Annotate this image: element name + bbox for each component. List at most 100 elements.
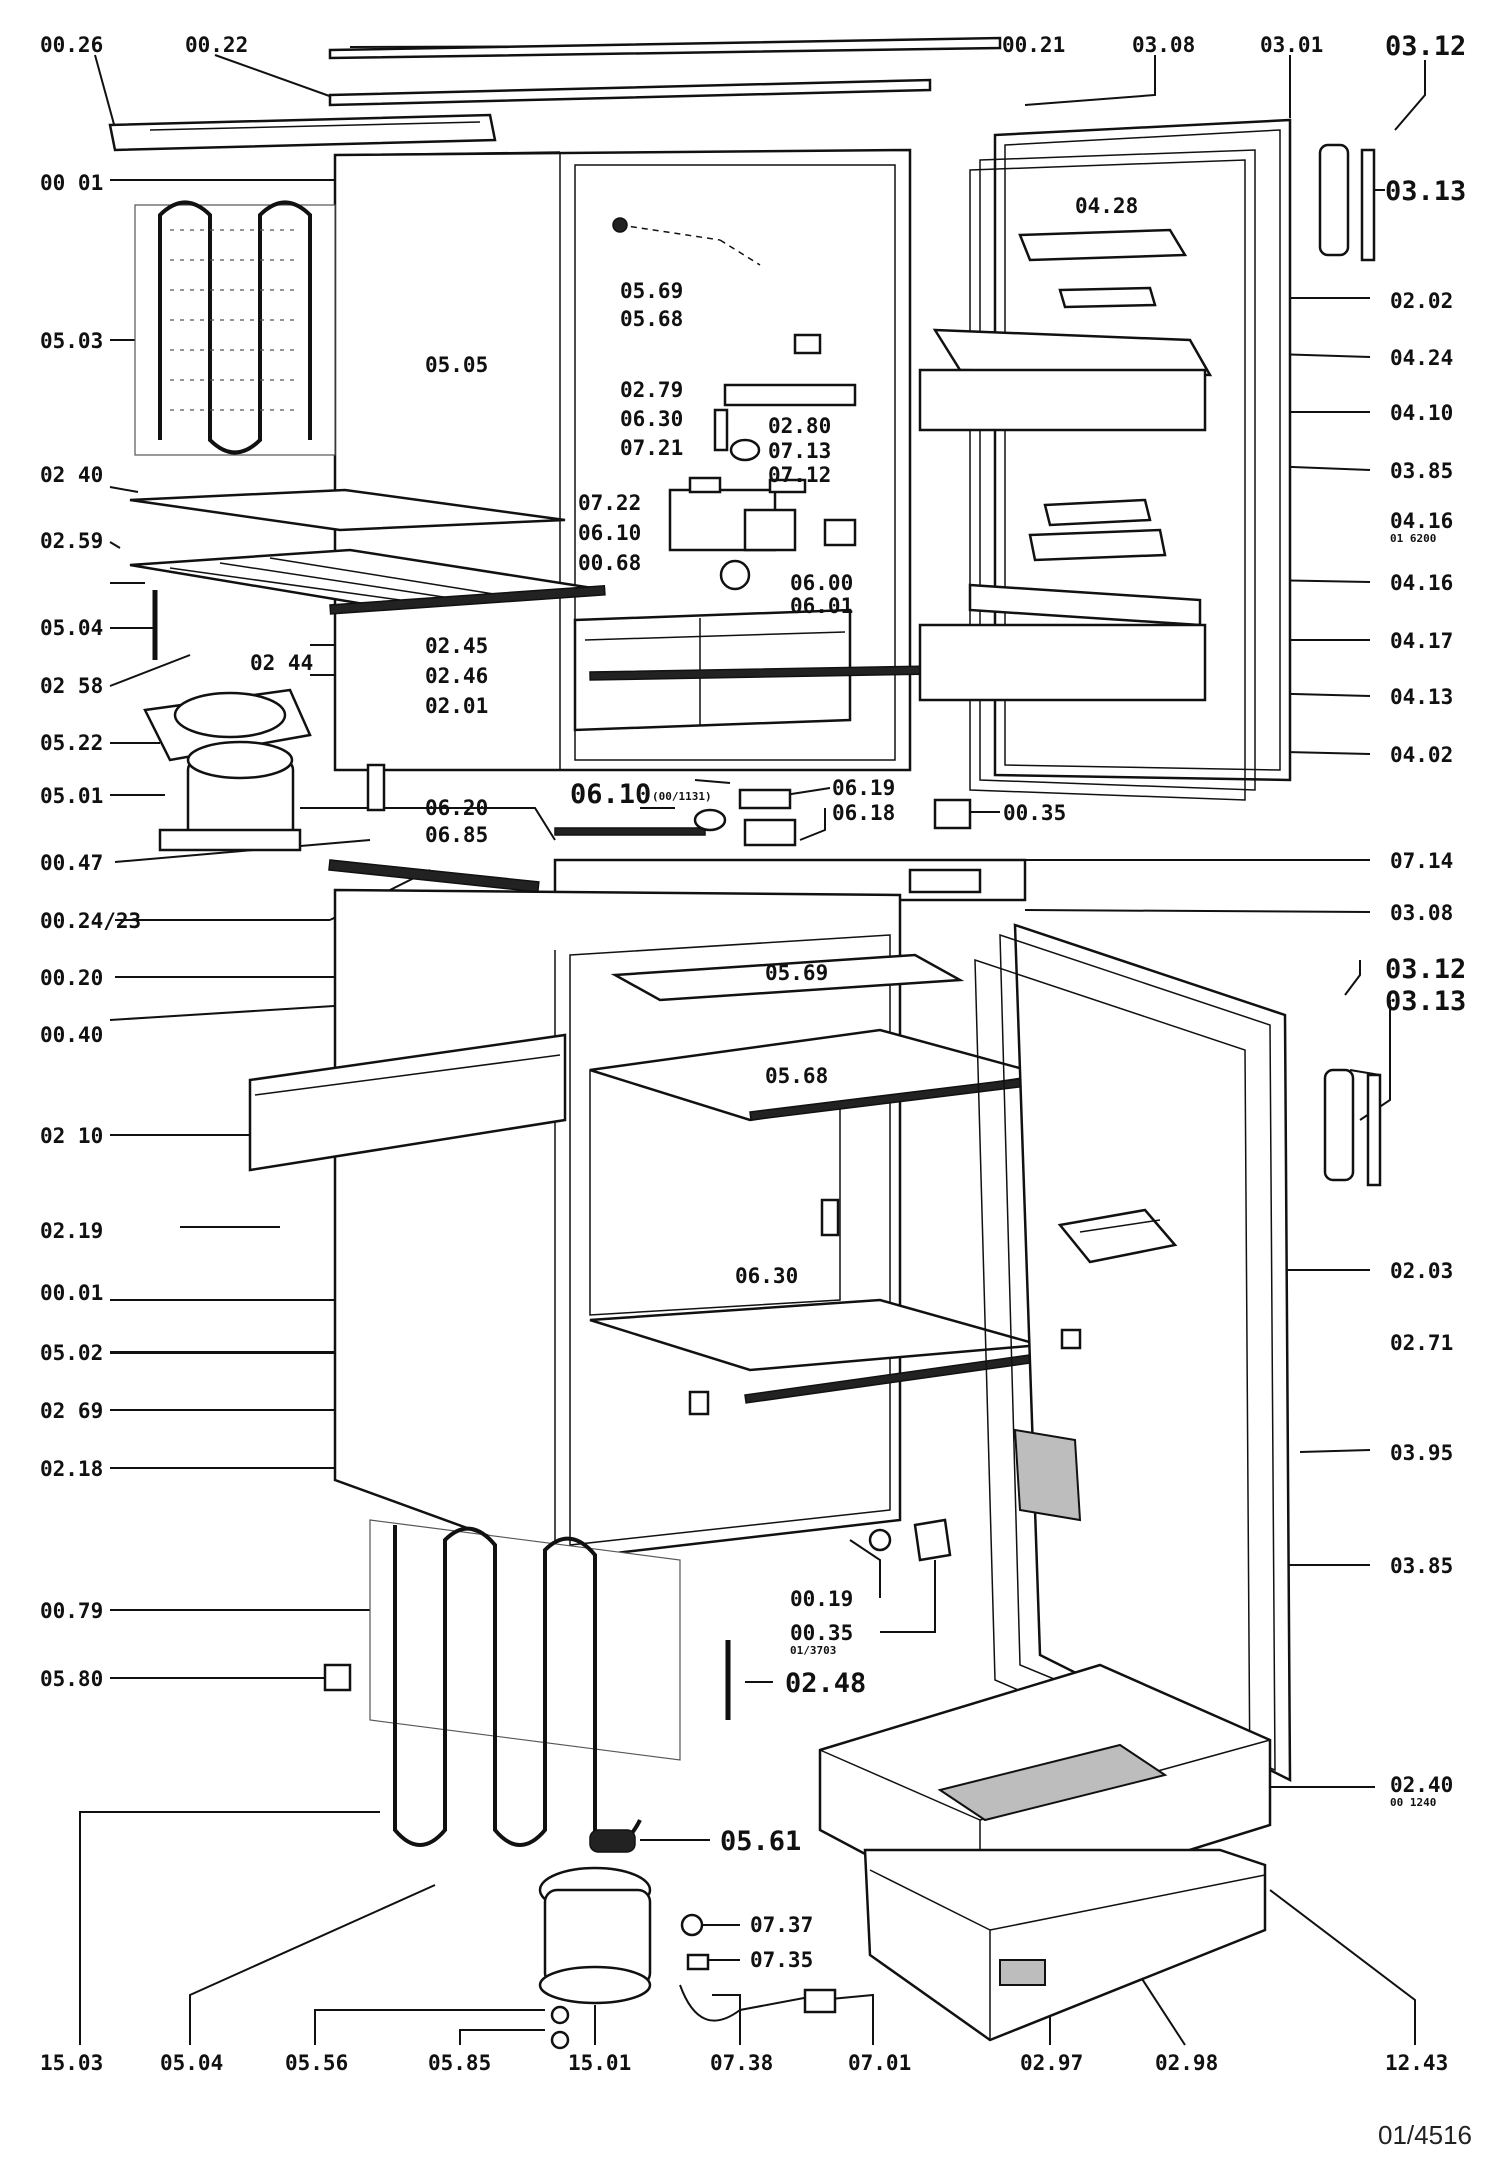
callout-00-35-mid-sub: 01/3703	[790, 1644, 836, 1657]
callout-03-85-mid: 03.85	[1390, 1554, 1453, 1578]
handle-mid	[1323, 1068, 1355, 1182]
callout-02-40-bot: 02.40	[1390, 1773, 1453, 1797]
callout-05-69-top: 05.69	[620, 279, 683, 303]
clip-02-71	[1060, 1328, 1082, 1350]
shelf-rail-02-44	[329, 585, 606, 615]
callout-05-69-mid: 05.69	[765, 961, 828, 985]
lower-door	[974, 923, 1292, 1792]
callout-00-35-top: 00.35	[1003, 801, 1066, 825]
door-grid-pattern	[1013, 1428, 1082, 1522]
callout-12-43: 12.43	[1385, 2051, 1448, 2075]
clip-06-30	[820, 1198, 840, 1237]
callout-02-01: 02.01	[425, 694, 488, 718]
callout-00-26: 00.26	[40, 33, 103, 57]
callout-02-48: 02.48	[785, 1668, 866, 1699]
callout-02-10: 02 10	[40, 1124, 103, 1148]
callout-03-13-top: 03.13	[1385, 176, 1466, 207]
callout-03-08-top: 03.08	[1132, 33, 1195, 57]
callout-00-47: 00.47	[40, 851, 103, 875]
callout-04-17: 04.17	[1390, 629, 1453, 653]
callout-00-35-mid: 00.35	[790, 1621, 853, 1645]
callout-15-01: 15.01	[568, 2051, 631, 2075]
callout-00-24-23: 00.24/23	[40, 909, 141, 933]
callout-06-10-mid: 06.10	[570, 779, 651, 810]
callout-00-21: 00.21	[1002, 33, 1065, 57]
callout-06-10-top: 06.10	[578, 521, 641, 545]
callout-02-59: 02.59	[40, 529, 103, 553]
top-cover-strip	[328, 36, 1002, 60]
glass-shelf-top	[610, 953, 965, 1002]
handle-strip-top	[1360, 148, 1376, 262]
callout-00-22: 00.22	[185, 33, 248, 57]
callout-05-04-top: 05.04	[40, 616, 103, 640]
callout-07-13: 07.13	[768, 439, 831, 463]
callout-05-68-mid: 05.68	[765, 1064, 828, 1088]
callout-07-21: 07.21	[620, 436, 683, 460]
handle-top	[1318, 143, 1350, 257]
callout-00-01-top: 00 01	[40, 171, 103, 195]
callout-00-20: 00.20	[40, 966, 103, 990]
electrics-lower	[679, 1913, 837, 2022]
top-rail	[108, 113, 497, 152]
callout-06-30-top: 06.30	[620, 407, 683, 431]
callout-05-05: 05.05	[425, 353, 488, 377]
flap-02-10	[248, 1033, 567, 1172]
callout-00-01-mid: 00.01	[40, 1281, 103, 1305]
callout-04-16-a: 04.16	[1390, 509, 1453, 533]
callout-02-71: 02.71	[1390, 1331, 1453, 1355]
callout-04-10: 04.10	[1390, 401, 1453, 425]
bracket-00-47	[366, 763, 386, 812]
callout-05-68-top: 05.68	[620, 307, 683, 331]
drier-05-61	[589, 1829, 636, 1853]
hinge-00-35	[913, 1518, 952, 1562]
callout-03-12-top: 03.12	[1385, 31, 1466, 62]
callout-04-16-a-sub: 01 6200	[1390, 532, 1436, 545]
callout-07-35: 07.35	[750, 1948, 813, 1972]
callout-00-19: 00.19	[790, 1587, 853, 1611]
callout-05-03: 05.03	[40, 329, 103, 353]
callout-06-18: 06.18	[832, 801, 895, 825]
callout-05-61: 05.61	[720, 1826, 801, 1857]
callout-00-79: 00.79	[40, 1599, 103, 1623]
callout-06-01: 06.01	[790, 594, 853, 618]
callout-03-08-mid: 03.08	[1390, 901, 1453, 925]
clip-05-80	[323, 1663, 352, 1692]
callout-06-85: 06.85	[425, 823, 488, 847]
shelf-lid-04-24	[932, 328, 1213, 377]
callout-04-24: 04.24	[1390, 346, 1453, 370]
callout-02-02: 02.02	[1390, 289, 1453, 313]
callout-02-44: 02 44	[250, 651, 313, 675]
callout-06-30-mid: 06.30	[735, 1264, 798, 1288]
callout-06-10-mid-sub: (00/1131)	[652, 790, 712, 803]
control-parts	[612, 217, 857, 591]
handle-strip-mid	[1366, 1073, 1382, 1187]
compressor-lower	[538, 1866, 652, 2050]
callout-06-20: 06.20	[425, 796, 488, 820]
callout-05-56: 05.56	[285, 2051, 348, 2075]
callout-05-04-bot: 05.04	[160, 2051, 223, 2075]
callout-02-03: 02.03	[1390, 1259, 1453, 1283]
callout-03-13-mid: 03.13	[1385, 986, 1466, 1017]
callout-07-37: 07.37	[750, 1913, 813, 1937]
callout-04-16-b: 04.16	[1390, 571, 1453, 595]
callout-07-22: 07.22	[578, 491, 641, 515]
callout-03-85-top: 03.85	[1390, 459, 1453, 483]
callout-02-18: 02.18	[40, 1457, 103, 1481]
callout-02-40-top: 02 40	[40, 463, 103, 487]
callout-02-98: 02.98	[1155, 2051, 1218, 2075]
callout-07-14: 07.14	[1390, 849, 1453, 873]
callout-02-97: 02.97	[1020, 2051, 1083, 2075]
callout-02-19: 02.19	[40, 1219, 103, 1243]
callout-03-95: 03.95	[1390, 1441, 1453, 1465]
condenser-coil-lower	[369, 1519, 681, 1847]
callout-06-19: 06.19	[832, 776, 895, 800]
crisper-box-upper	[573, 608, 921, 732]
ice-tray-02-03	[1057, 1208, 1178, 1264]
callout-04-02: 04.02	[1390, 743, 1453, 767]
callout-labels: 00.26 00.22 00.21 03.08 03.01 03.12 03.1…	[40, 31, 1466, 2075]
egg-holder-02-02	[1058, 286, 1157, 309]
callout-05-80: 05.80	[40, 1667, 103, 1691]
door-shelf-04-13	[918, 623, 1207, 702]
callout-00-40: 00.40	[40, 1023, 103, 1047]
